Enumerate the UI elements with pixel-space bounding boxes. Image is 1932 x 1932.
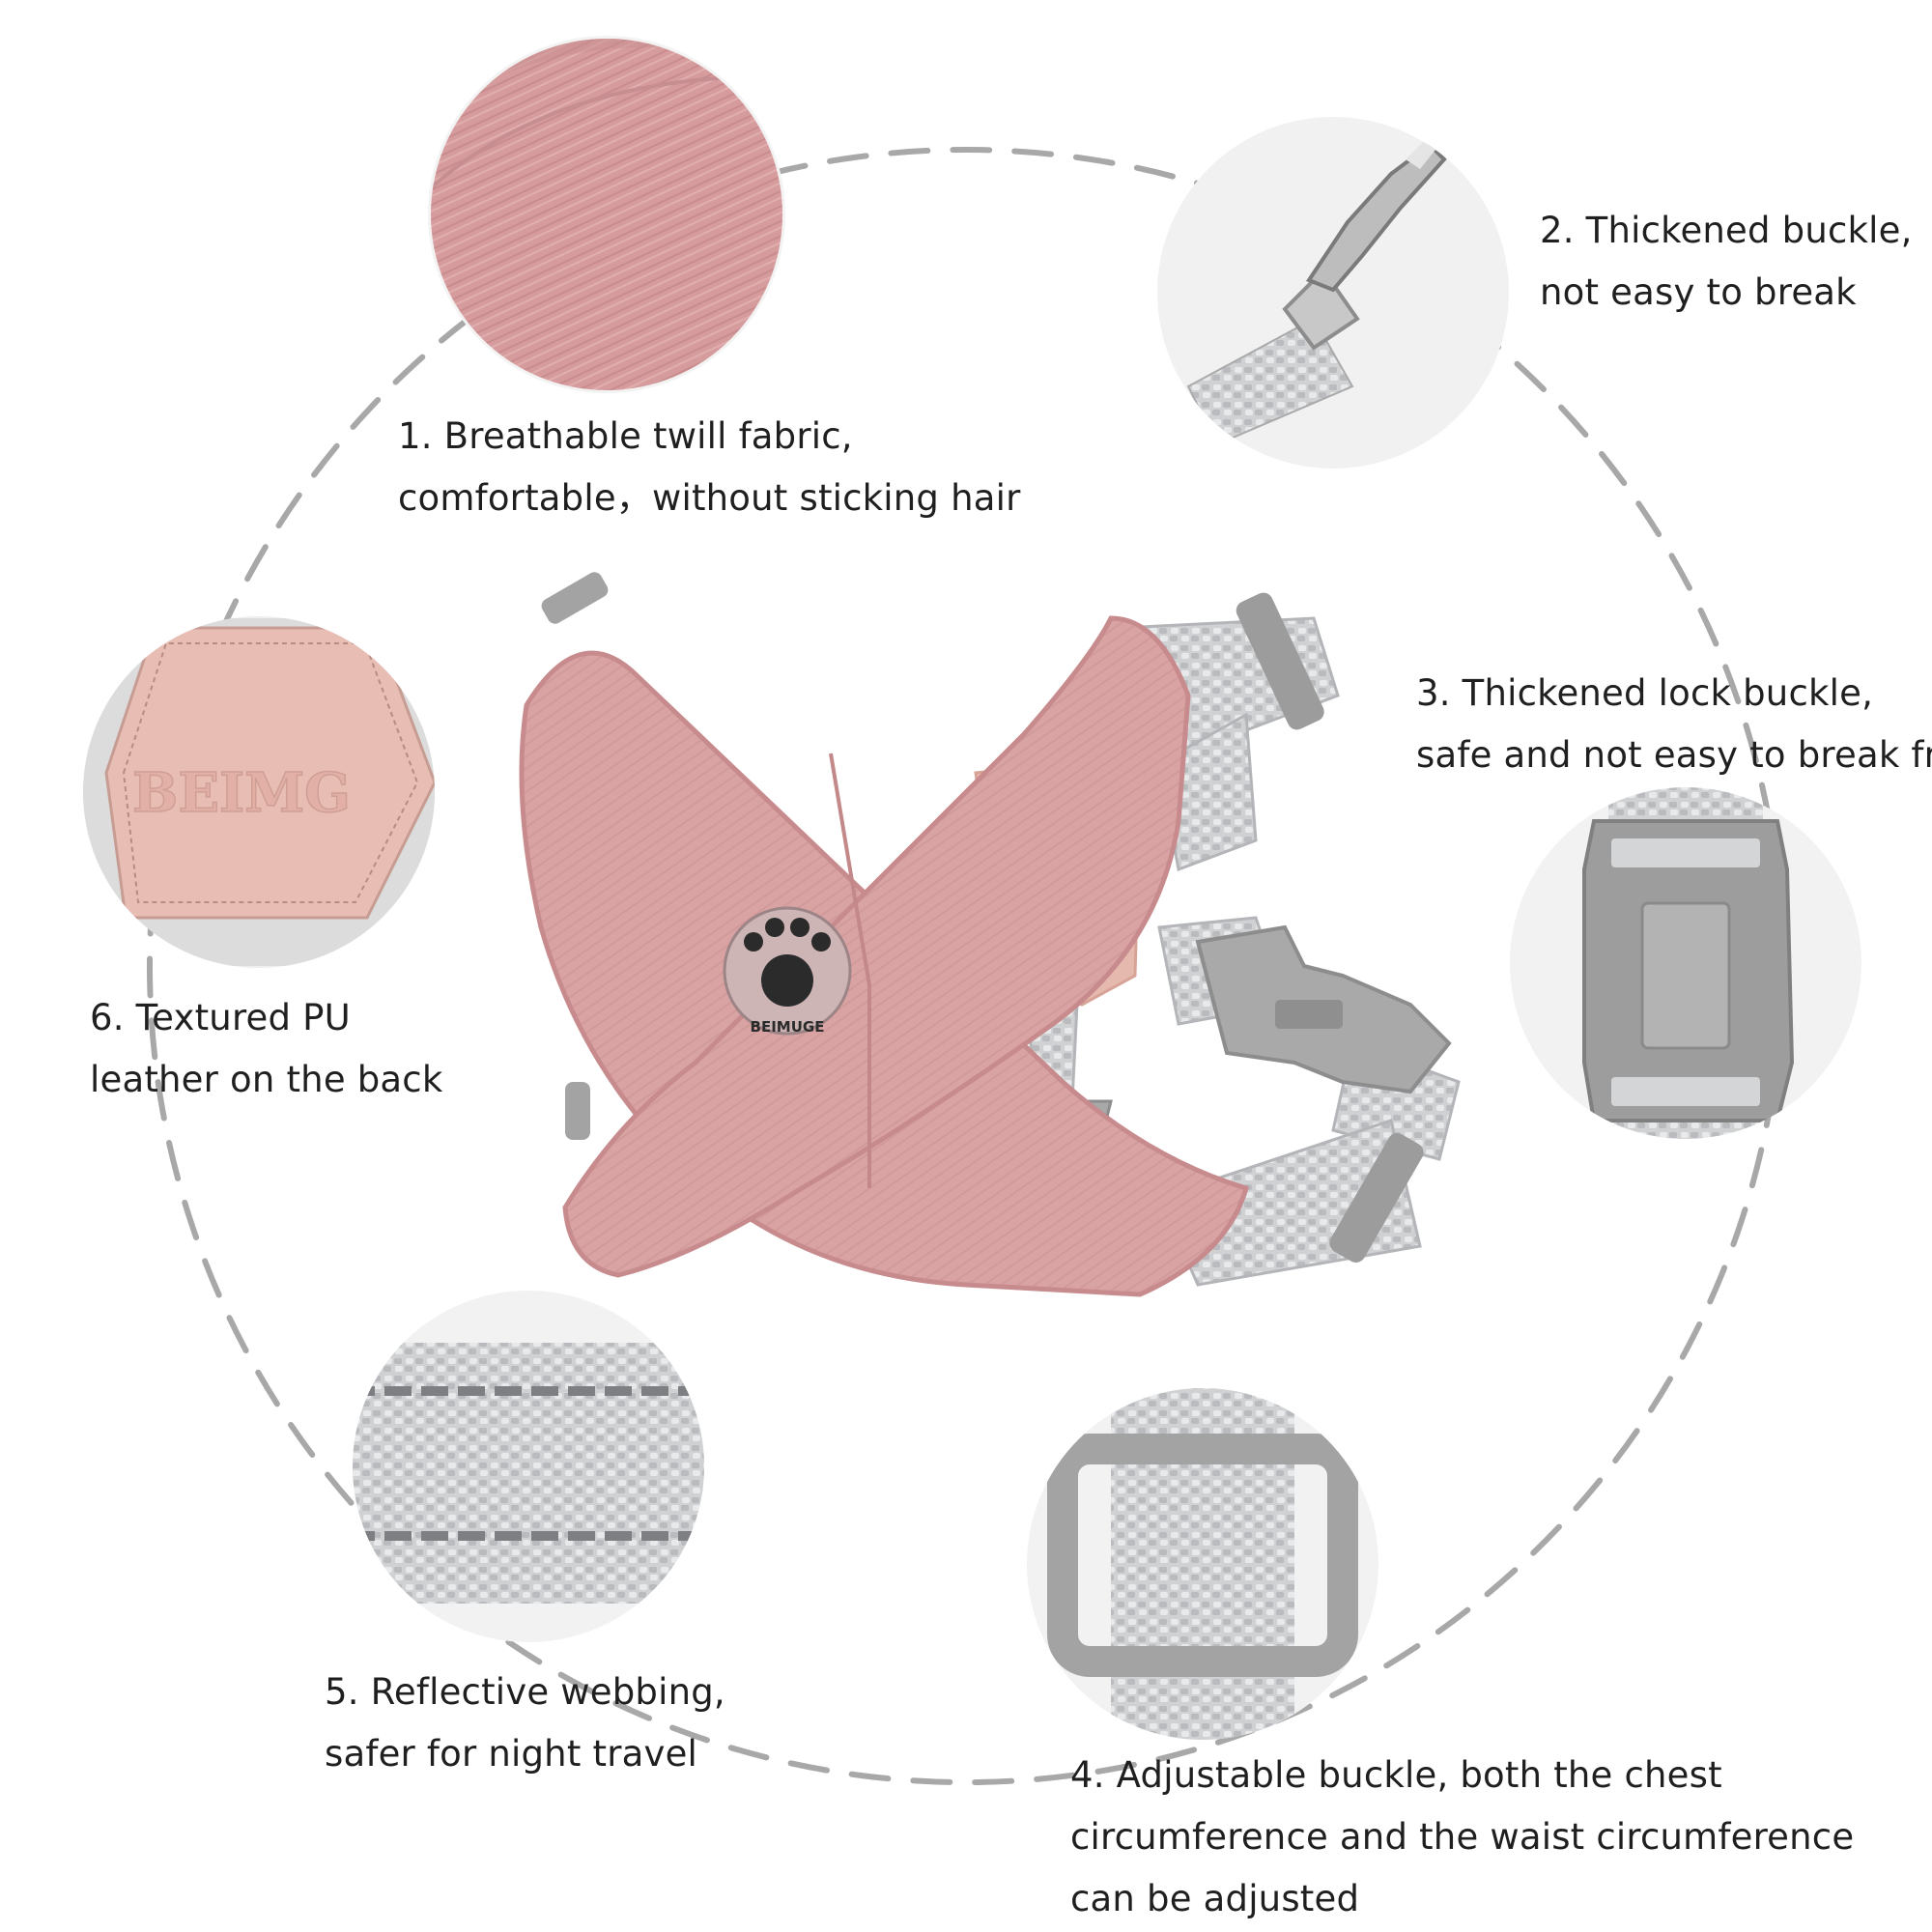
pu-leather-embossed-text: BEIMG <box>132 761 351 825</box>
feature-caption-line: 6. Textured PU <box>90 997 351 1038</box>
feature-caption-reflective-webbing: 5. Reflective webbing, safer for night t… <box>325 1662 725 1785</box>
feature-caption-line: 2. Thickened buckle, <box>1540 210 1913 251</box>
harness-padded-strap-b <box>562 615 1191 1278</box>
feature-caption-fabric: 1. Breathable twill fabric, comfortable，… <box>398 406 1021 529</box>
harness-slide-adjuster-bottom <box>1329 1133 1424 1263</box>
feature-caption-lock-buckle: 3. Thickened lock buckle, safe and not e… <box>1416 663 1932 786</box>
harness-paw-badge: BEIMUGE <box>723 906 852 1036</box>
feature-caption-line: safe and not easy to break free <box>1416 734 1932 776</box>
feature-caption-line: 1. Breathable twill fabric, <box>398 415 853 457</box>
feature-circle-metal-clip <box>1157 117 1509 469</box>
feature-caption-line: leather on the back <box>90 1059 443 1100</box>
feature-circle-reflective-webbing <box>353 1291 704 1642</box>
feature-caption-line: safer for night travel <box>325 1733 698 1775</box>
harness-badge-text: BEIMUGE <box>751 1018 825 1036</box>
feature-caption-pu-leather: 6. Textured PU leather on the back <box>90 987 442 1111</box>
harness-side-release-buckle <box>1195 924 1452 1094</box>
feature-caption-adjustable-buckle: 4. Adjustable buckle, both the chest cir… <box>1070 1745 1854 1930</box>
feature-caption-line: 4. Adjustable buckle, both the chest <box>1070 1754 1722 1796</box>
feature-caption-buckle: 2. Thickened buckle, not easy to break <box>1540 200 1913 324</box>
feature-circle-fabric <box>428 36 785 393</box>
feature-circle-adjustable-buckle <box>1027 1388 1378 1740</box>
feature-caption-line: circumference and the waist circumferenc… <box>1070 1816 1855 1858</box>
feature-caption-line: not easy to break <box>1540 271 1857 313</box>
feature-caption-line: 5. Reflective webbing, <box>325 1671 725 1713</box>
feature-circle-pu-leather: BEIMG <box>83 616 435 968</box>
harness-slide-adjuster-top <box>1236 592 1324 730</box>
feature-circle-lock-buckle <box>1510 787 1861 1139</box>
feature-caption-line: comfortable，without sticking hair <box>398 477 1021 519</box>
feature-caption-line: can be adjusted <box>1070 1878 1360 1919</box>
pink-dog-harness: BEIMUGE <box>519 572 1461 1297</box>
feature-caption-line: 3. Thickened lock buckle, <box>1416 672 1874 714</box>
